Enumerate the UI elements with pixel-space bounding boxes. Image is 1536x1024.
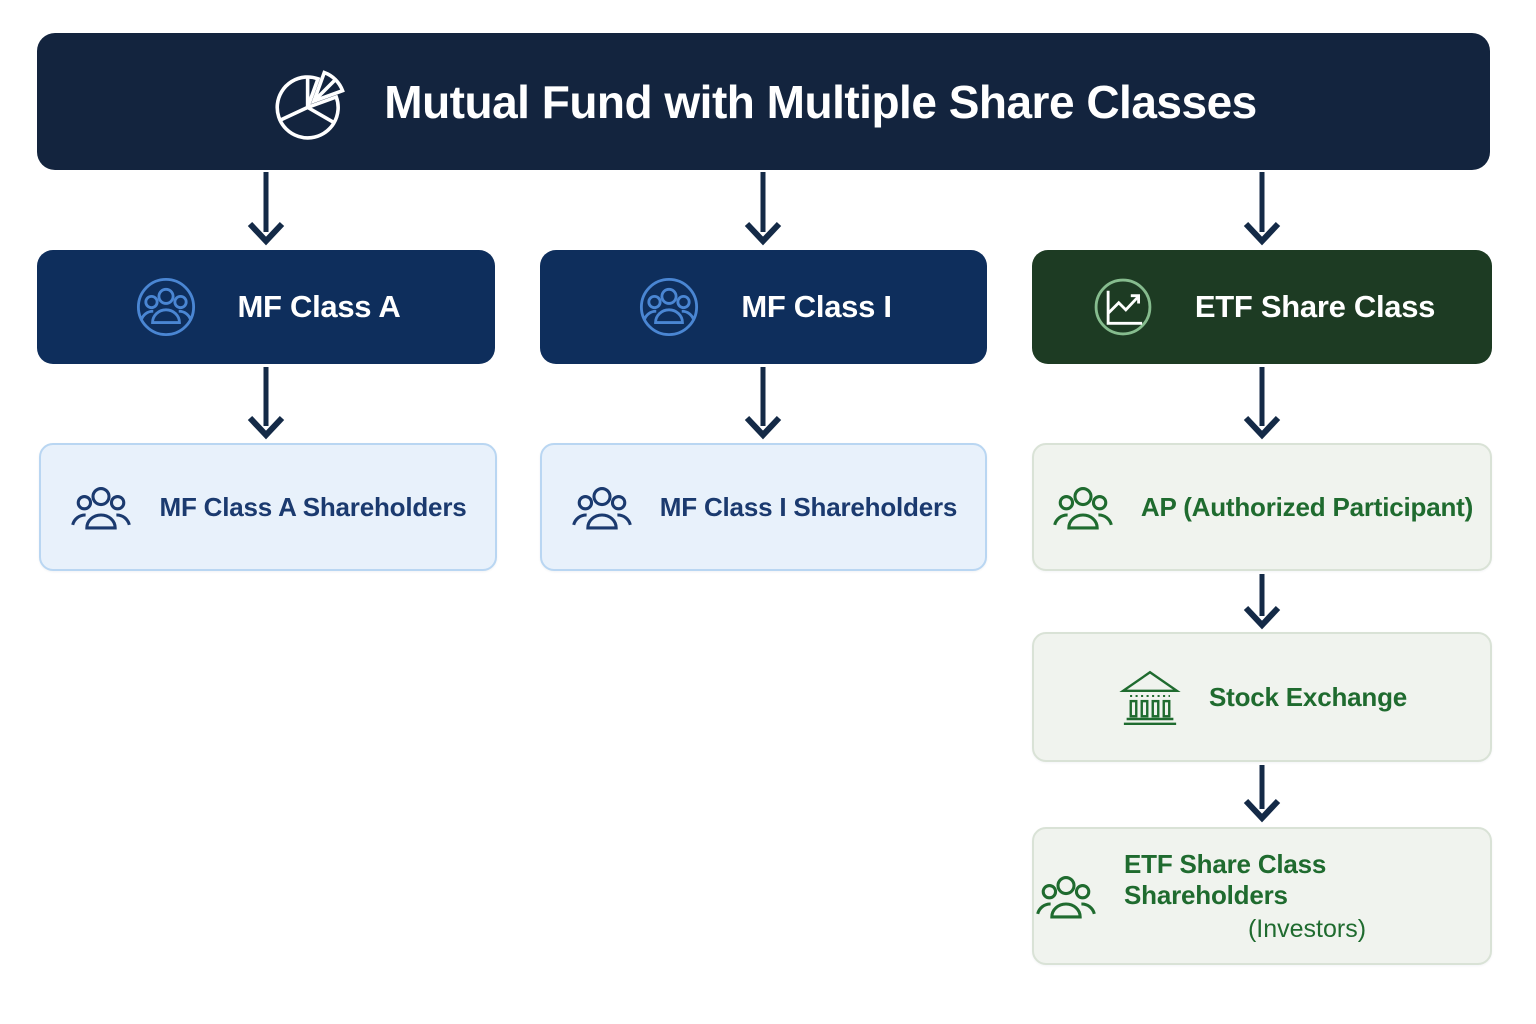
arrow-down-icon (1240, 765, 1284, 823)
node-etf-share-class: ETF Share Class (1032, 250, 1492, 364)
people-group-icon (1053, 486, 1113, 530)
pie-chart-icon (275, 69, 346, 140)
node-label: AP (Authorized Participant) (1140, 491, 1474, 522)
node-mf-class-a-shareholders: MF Class A Shareholders (39, 443, 497, 571)
node-mf-class-i: MF Class I (540, 250, 987, 364)
arrow-down-icon (1240, 574, 1284, 630)
arrow-down-icon (1240, 172, 1284, 246)
diagram-title: Mutual Fund with Multiple Share Classes (384, 75, 1257, 128)
node-sublabel: (Investors) (1247, 914, 1367, 943)
people-group-icon (1036, 876, 1096, 919)
node-label: MF Class I Shareholders (659, 491, 958, 522)
node-label: MF Class A Shareholders (159, 491, 467, 522)
node-label: MF Class A (237, 289, 401, 324)
header-mutual-fund: Mutual Fund with Multiple Share Classes (37, 33, 1490, 170)
node-authorized-participant: AP (Authorized Participant) (1032, 443, 1492, 571)
node-stock-exchange: Stock Exchange (1032, 632, 1492, 762)
chart-trend-circle-icon (1094, 278, 1152, 336)
node-etf-share-class-shareholders: ETF Share Class Shareholders (Investors) (1032, 827, 1492, 965)
node-label: ETF Share Class (1194, 289, 1436, 324)
node-label: MF Class I (741, 289, 892, 324)
node-mf-class-i-shareholders: MF Class I Shareholders (540, 443, 987, 571)
node-label: ETF Share Class Shareholders (1124, 848, 1327, 910)
arrow-down-icon (244, 367, 288, 440)
people-circle-icon (640, 277, 699, 337)
arrow-down-icon (741, 367, 785, 440)
arrow-down-icon (741, 172, 785, 246)
people-circle-icon (136, 277, 195, 337)
arrow-down-icon (244, 172, 288, 246)
bank-icon (1119, 670, 1181, 726)
arrow-down-icon (1240, 367, 1284, 440)
node-mf-class-a: MF Class A (37, 250, 495, 364)
people-group-icon (571, 486, 632, 530)
people-group-icon (71, 486, 132, 530)
node-label: Stock Exchange (1208, 681, 1408, 712)
